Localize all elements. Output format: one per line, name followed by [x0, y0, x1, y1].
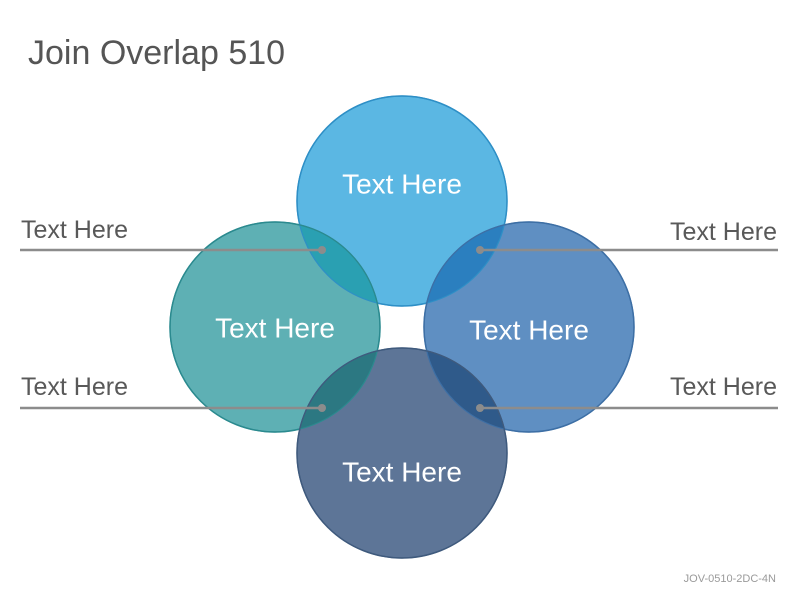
circle-right-label: Text Here — [469, 314, 589, 345]
circle-left-label: Text Here — [215, 312, 335, 343]
callout-label-bottom-left: Text Here — [21, 373, 128, 401]
callout-dot-top-right — [476, 246, 484, 254]
callout-label-top-left: Text Here — [21, 216, 128, 244]
callout-label-bottom-right: Text Here — [670, 373, 777, 401]
circle-bottom-label: Text Here — [342, 456, 462, 487]
footer-code: JOV-0510-2DC-4N — [683, 573, 776, 585]
callout-dot-bottom-right — [476, 404, 484, 412]
callout-dot-top-left — [318, 246, 326, 254]
callout-dot-bottom-left — [318, 404, 326, 412]
callout-label-top-right: Text Here — [670, 218, 777, 246]
circle-top-label: Text Here — [342, 168, 462, 199]
page-title: Join Overlap 510 — [28, 34, 286, 72]
